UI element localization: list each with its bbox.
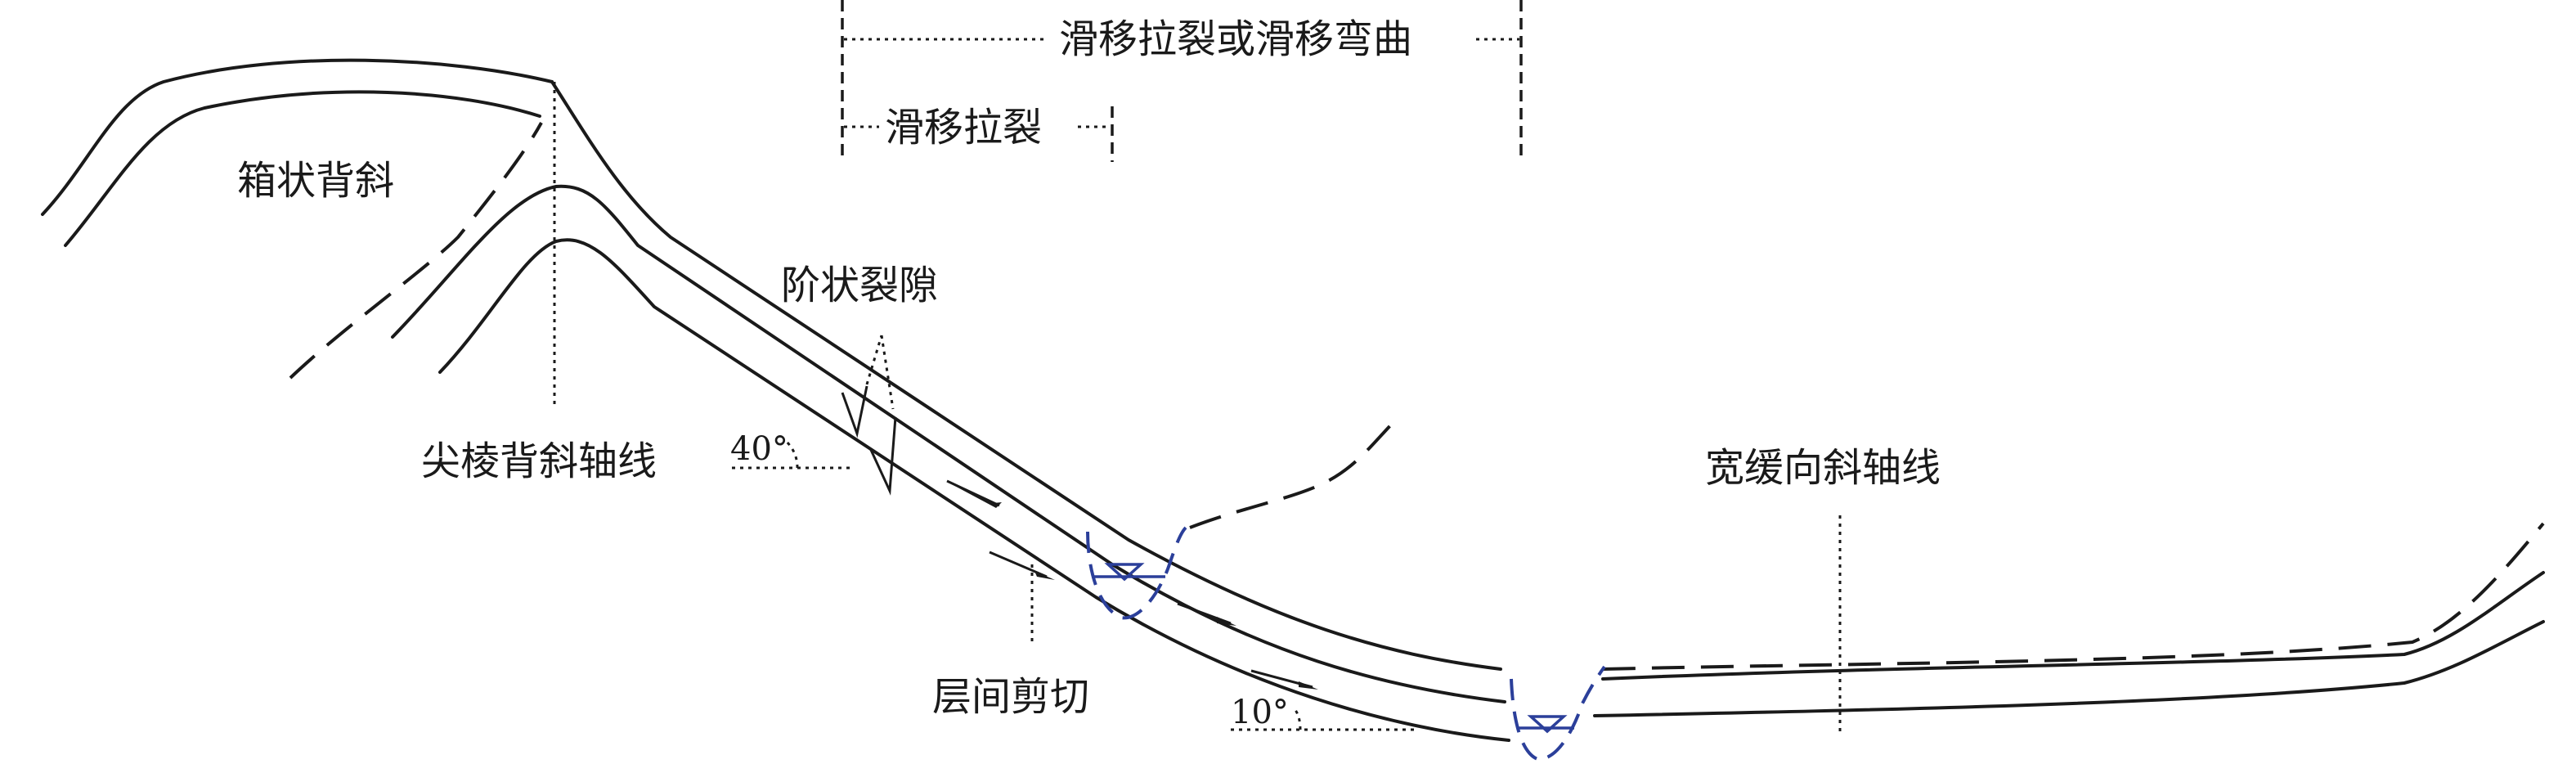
perched-water-middle <box>1086 526 1187 620</box>
stratum-1 <box>550 80 1502 671</box>
shear-arrow-4 <box>1299 681 1318 690</box>
water-level-triangle-middle <box>1104 563 1145 582</box>
label-box-anticline: 箱状背斜 <box>237 158 394 204</box>
angle-40-arc <box>783 438 799 469</box>
syncline-upper-line <box>1601 571 2545 681</box>
box-anticline-upper-line <box>41 58 554 216</box>
fracture-2 <box>869 416 897 496</box>
angle-10-label: 10° <box>1231 694 1289 731</box>
step-fractures: 阶状裂隙 <box>781 263 938 496</box>
label-sliding-tension-or-bending: 滑移拉裂或滑移弯曲 <box>1059 16 1412 62</box>
eroded-terrace-dashed <box>1189 416 1400 529</box>
angle-40-marker: 40° <box>730 430 850 470</box>
stratum-2 <box>391 184 1506 703</box>
river-channel-outline <box>1510 665 1606 762</box>
fracture-leader-1 <box>865 335 883 385</box>
syncline-eroded-upper-dashed <box>1602 522 2545 671</box>
angle-40-label: 40° <box>730 430 788 468</box>
angle-10-arc <box>1294 709 1302 730</box>
sharp-anticline-strata: 尖棱背斜轴线 <box>289 80 1510 742</box>
shear-arrow-3 <box>1217 617 1236 626</box>
label-sharp-anticline-axis: 尖棱背斜轴线 <box>421 438 657 484</box>
label-sliding-tension: 滑移拉裂 <box>885 105 1042 151</box>
fracture-leader-2 <box>880 335 895 410</box>
stratum-3 <box>438 238 1510 742</box>
label-broad-syncline-axis: 宽缓向斜轴线 <box>1705 445 1941 491</box>
label-step-fractures: 阶状裂隙 <box>781 263 938 308</box>
angle-10-marker: 10° <box>1231 694 1415 731</box>
shear-arrow-1-shaft <box>946 479 1000 507</box>
broad-syncline: 宽缓向斜轴线 <box>1593 445 2545 736</box>
box-anticline-lower-line <box>64 90 541 247</box>
syncline-lower-line <box>1593 620 2545 717</box>
water-body-middle-outline <box>1086 526 1187 620</box>
box-anticline: 箱状背斜 <box>41 58 554 247</box>
shear-arrow-2 <box>1034 571 1055 580</box>
eroded-limb-dashed <box>289 122 543 380</box>
fracture-1 <box>841 385 868 438</box>
label-interlayer-shear: 层间剪切 <box>932 674 1089 720</box>
river-channel <box>1510 665 1606 762</box>
water-level-triangle-river <box>1527 715 1568 734</box>
sliding-zone-brackets: 滑移拉裂或滑移弯曲 滑移拉裂 <box>841 0 1523 162</box>
shear-arrows: 层间剪切 <box>932 479 1318 720</box>
